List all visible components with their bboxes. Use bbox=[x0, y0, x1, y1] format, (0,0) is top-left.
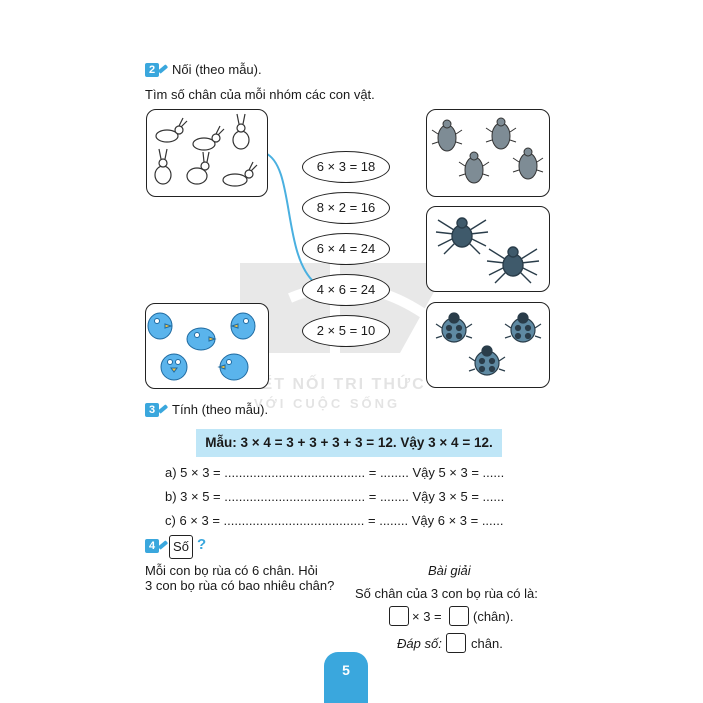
page-number: 5 bbox=[324, 652, 368, 703]
spiders-icon bbox=[435, 217, 540, 284]
pencil-icon bbox=[157, 540, 169, 550]
exercise-3-title: Tính (theo mẫu). bbox=[172, 402, 269, 417]
exercise-3-row-c[interactable]: c) 6 × 3 = .............................… bbox=[165, 513, 504, 528]
answer-box-1[interactable] bbox=[389, 606, 409, 626]
ladybugs-group-box[interactable] bbox=[426, 302, 550, 388]
times-label: × 3 = bbox=[412, 609, 442, 624]
birds-group-box[interactable] bbox=[145, 303, 269, 389]
solution-line: Số chân của 3 con bọ rùa có là: bbox=[355, 586, 538, 601]
question-mark-icon: ? bbox=[197, 536, 207, 553]
problem-line-1: Mỗi con bọ rùa có 6 chân. Hỏi bbox=[145, 563, 318, 578]
so-badge: Số bbox=[169, 535, 193, 559]
rabbits-icon bbox=[154, 113, 258, 187]
equation-oval-3[interactable]: 6 × 4 = 24 bbox=[302, 233, 390, 265]
exercise-4-number: 4 bbox=[145, 539, 159, 553]
connect-line bbox=[264, 152, 316, 284]
beetles-group-box[interactable] bbox=[426, 109, 550, 197]
answer-box-2[interactable] bbox=[449, 606, 469, 626]
answer-unit: chân. bbox=[471, 636, 503, 651]
watermark-line2: VỚI CUỘC SỐNG bbox=[254, 396, 401, 411]
spiders-group-box[interactable] bbox=[426, 206, 550, 292]
equation-oval-4[interactable]: 4 × 6 = 24 bbox=[302, 274, 390, 306]
equation-oval-5[interactable]: 2 × 5 = 10 bbox=[302, 315, 390, 347]
answer-box-3[interactable] bbox=[446, 633, 466, 653]
exercise-3-row-b[interactable]: b) 3 × 5 = .............................… bbox=[165, 489, 505, 504]
exercise-3-row-a[interactable]: a) 5 × 3 = .............................… bbox=[165, 465, 505, 480]
solution-title: Bài giải bbox=[428, 563, 471, 578]
pencil-icon bbox=[157, 64, 169, 74]
beetles-icon bbox=[431, 117, 544, 184]
pencil-icon bbox=[157, 404, 169, 414]
exercise-3-number: 3 bbox=[145, 403, 159, 417]
exercise-2-title: Nối (theo mẫu). bbox=[172, 62, 262, 77]
exercise-2-instruction: Tìm số chân của mỗi nhóm các con vật. bbox=[145, 87, 375, 102]
equation-oval-2[interactable]: 8 × 2 = 16 bbox=[302, 192, 390, 224]
ladybugs-icon bbox=[435, 312, 542, 376]
exercise-2-number: 2 bbox=[145, 63, 159, 77]
answer-label: Đáp số: bbox=[397, 636, 442, 651]
equation-oval-1[interactable]: 6 × 3 = 18 bbox=[302, 151, 390, 183]
rabbits-group-box[interactable] bbox=[146, 109, 268, 197]
birds-icon bbox=[147, 312, 256, 381]
unit-label: (chân). bbox=[473, 609, 514, 624]
problem-line-2: 3 con bọ rùa có bao nhiêu chân? bbox=[145, 578, 335, 593]
sample-box: Mẫu: 3 × 4 = 3 + 3 + 3 + 3 = 12. Vậy 3 ×… bbox=[196, 429, 502, 457]
watermark-line1: KẾT NỐI TRI THỨC bbox=[248, 376, 426, 393]
